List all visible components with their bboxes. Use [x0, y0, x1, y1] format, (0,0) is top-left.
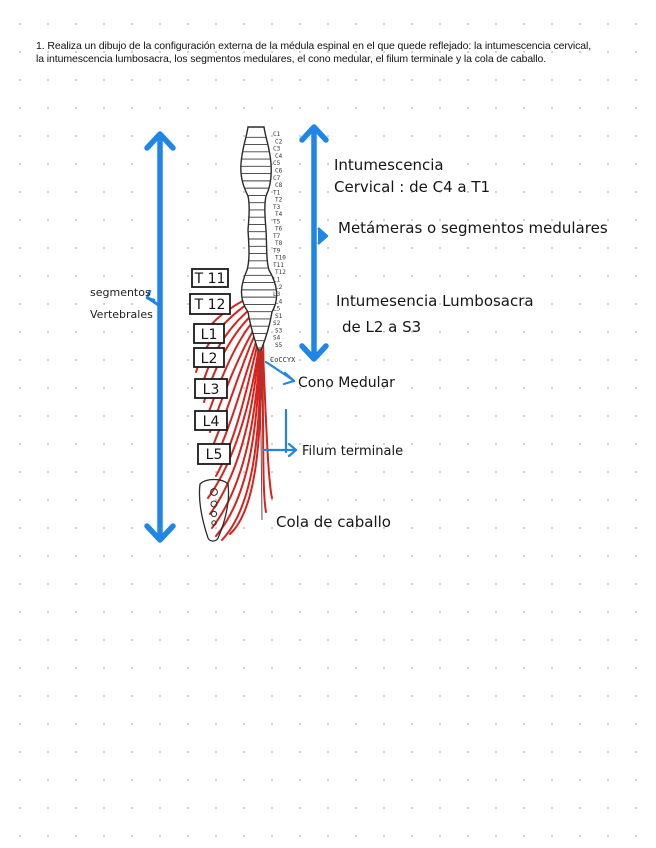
vertebra-box-l2: L2: [193, 347, 225, 368]
svg-text:L2: L2: [201, 351, 218, 367]
segment-label-l5: L5: [273, 306, 281, 313]
segment-label-t2: T2: [275, 197, 283, 204]
segment-label-s5: S5: [275, 342, 283, 349]
vertebral-extent-arrow: [144, 131, 176, 543]
vertebra-box-l3: L3: [194, 378, 228, 399]
spinal-segment-labels: C1C2C3C4C5C6C7C8T1T2T3T4T5T6T7T8T9T10T11…: [273, 131, 286, 349]
cono-pointer-arrow: [264, 360, 296, 386]
segment-label-t10: T10: [275, 255, 286, 262]
filum-terminale-label: Filum terminale: [302, 444, 403, 459]
svg-text:L5: L5: [206, 447, 223, 463]
svg-text:L4: L4: [203, 414, 220, 430]
vertebral-segments-label-line1: segmentos: [90, 286, 151, 299]
segment-label-c2: C2: [275, 138, 283, 145]
segment-label-l2: L2: [275, 284, 283, 291]
cervical-label-line1: Intumescencia: [334, 156, 444, 174]
segment-label-s4: S4: [273, 335, 281, 342]
vertebral-pointer-arrow: [145, 289, 162, 308]
segment-label-s3: S3: [275, 327, 283, 334]
segment-label-c1: C1: [273, 131, 281, 138]
segment-label-t3: T3: [273, 204, 281, 211]
vertebra-box-l1: L1: [193, 323, 225, 344]
cono-medular-label: Cono Medular: [298, 375, 395, 391]
segment-label-c3: C3: [273, 146, 281, 153]
segment-label-t8: T8: [275, 240, 283, 247]
coccyx-label: CoCCYX: [270, 356, 296, 364]
segment-label-c7: C7: [273, 175, 281, 182]
instructions-text: 1. Realiza un dibujo de la configuración…: [36, 40, 592, 65]
svg-text:T 11: T 11: [194, 271, 226, 287]
filum-terminale-line: [259, 349, 263, 521]
vertebral-segments-label-line2: Vertebrales: [90, 308, 153, 321]
segment-label-c6: C6: [275, 168, 283, 175]
segment-label-t6: T6: [275, 226, 283, 233]
segment-label-t12: T12: [275, 269, 286, 276]
vertebra-box-l4: L4: [194, 410, 228, 431]
svg-text:L3: L3: [203, 382, 220, 398]
segment-label-c8: C8: [275, 182, 283, 189]
segment-label-t11: T11: [273, 262, 284, 269]
filum-pointer-arrow: [262, 408, 298, 458]
cord-extent-arrow: [299, 124, 329, 362]
vertebra-boxes: T 11 T 12 L1 L2 L3 L4: [189, 268, 231, 465]
segment-label-t4: T4: [275, 211, 283, 218]
segment-label-c5: C5: [273, 160, 281, 167]
svg-text:L1: L1: [201, 327, 218, 343]
segment-label-l3: L3: [273, 291, 281, 298]
segment-label-t9: T9: [273, 247, 281, 254]
segment-label-t5: T5: [273, 218, 281, 225]
svg-text:T 12: T 12: [194, 297, 226, 313]
segment-label-t1: T1: [273, 189, 281, 196]
segment-label-l1: L1: [273, 277, 281, 284]
lumbosacral-label-line1: Intumesencia Lumbosacra: [336, 292, 534, 310]
cervical-label-line2: Cervical : de C4 a T1: [334, 178, 490, 196]
sacrum-outline: [198, 478, 230, 542]
vertebra-box-t12: T 12: [189, 293, 231, 315]
segments-label: Metámeras o segmentos medulares: [338, 219, 608, 237]
segment-label-t7: T7: [273, 233, 281, 240]
lumbosacral-label-line2: de L2 a S3: [342, 318, 421, 336]
segment-label-s1: S1: [275, 313, 283, 320]
cola-caballo-label: Cola de caballo: [276, 513, 391, 531]
segment-label-l4: L4: [275, 298, 283, 305]
segment-label-c4: C4: [275, 153, 283, 160]
vertebra-box-t11: T 11: [191, 268, 229, 288]
vertebra-box-l5: L5: [197, 443, 231, 465]
segment-label-s2: S2: [273, 320, 281, 327]
